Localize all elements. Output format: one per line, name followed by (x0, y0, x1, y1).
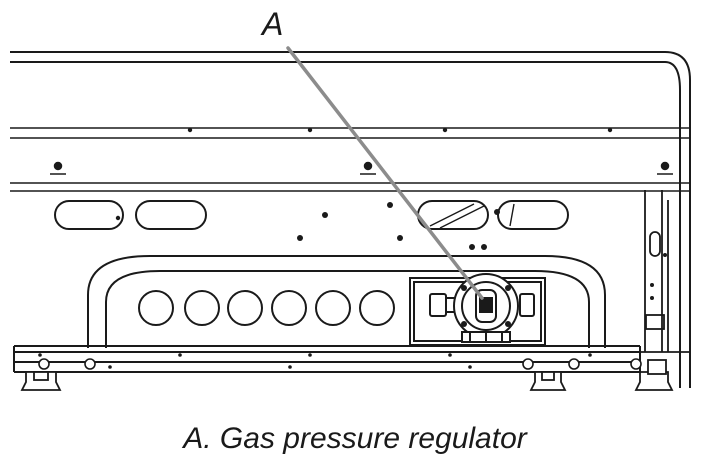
front-rail (10, 127, 690, 192)
manifold (87, 255, 606, 348)
leveling-feet (20, 359, 674, 391)
regulator-bolts (461, 285, 511, 327)
callout-leader-line (286, 46, 484, 300)
callout-letter: A (260, 6, 283, 42)
gas-pressure-regulator (429, 273, 535, 343)
oval-slots (54, 200, 569, 230)
burner-ports (138, 290, 395, 326)
rail-screws (187, 127, 613, 133)
diagram-caption: A. Gas pressure regulator (181, 422, 528, 455)
appliance-top-outline (10, 51, 691, 388)
rail-clips (50, 161, 673, 175)
panel-holes (115, 202, 500, 250)
base-frame-holes (38, 353, 592, 369)
side-bracket-dots (650, 253, 667, 300)
side-bracket (640, 190, 690, 353)
base-screws (38, 358, 642, 370)
base-frame (13, 345, 641, 373)
